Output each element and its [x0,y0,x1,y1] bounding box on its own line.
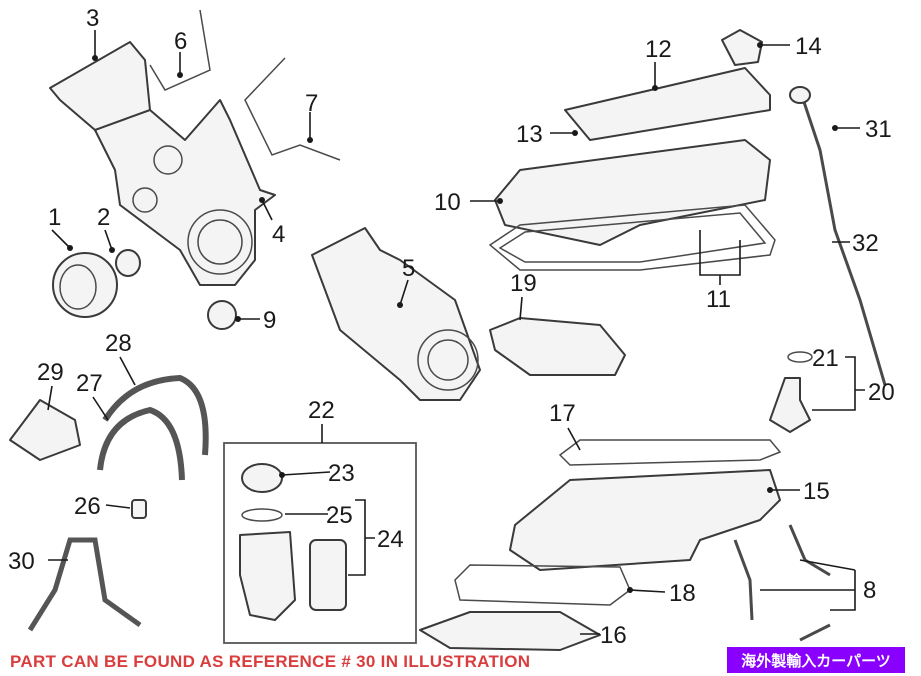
callout-14: 14 [795,33,822,60]
part-1-pulley [52,252,118,318]
callout-7: 7 [305,90,318,117]
part-4-seal-bore-inner [197,219,243,265]
part-5-seal-bore [417,329,479,391]
leader-lines [47,30,865,635]
callout-25: 25 [326,502,353,529]
callout-5: 5 [402,255,415,282]
part-19-baffle [489,317,626,376]
leader-dots [67,42,838,593]
callout-28: 28 [105,330,132,357]
part-14-cap [721,29,763,66]
part-30-pipe [27,537,142,632]
callout-8: 8 [863,577,876,604]
callout-3: 3 [86,5,99,32]
callout-22: 22 [308,397,335,424]
part-4-timing-cover [94,99,276,286]
watermark-badge: 海外製輸入カーパーツ [727,647,905,673]
callout-16: 16 [600,622,627,649]
callout-23: 23 [328,460,355,487]
callout-6: 6 [174,28,187,55]
callout-29: 29 [37,359,64,386]
part-4-hole [132,187,158,213]
part-20-sensor [769,377,811,433]
callout-24: 24 [377,526,404,553]
part-18-gasket [454,564,631,606]
callout-31: 31 [865,116,892,143]
part-17-gasket [558,439,782,466]
callout-1: 1 [48,204,61,231]
part-22-kit-frame [223,442,417,644]
callout-10: 10 [434,189,461,216]
callout-11: 11 [706,286,731,313]
part-26-bolt [131,499,147,519]
part-4-hole [153,145,183,175]
callout-19: 19 [510,270,537,297]
part-11-gasket-inner [498,212,767,263]
callout-30: 30 [8,548,35,575]
part-6-gasket [149,9,211,91]
part-16-oil-pan-lower [419,611,601,651]
part-5-timing-cover [311,227,481,401]
part-31-dipstick [798,89,887,386]
part-29-bracket [9,399,81,461]
callout-12: 12 [645,36,672,63]
callout-2: 2 [97,204,110,231]
part-28-hose [102,374,209,456]
part-31-dipstick-handle [789,86,811,104]
part-8-brackets [733,524,831,642]
part-2-bolt [115,249,141,277]
callout-4: 4 [272,221,285,248]
part-11-gasket [488,204,776,271]
part-21-oring [787,351,813,363]
part-10-valve-cover [494,139,771,246]
reference-note: PART CAN BE FOUND AS REFERENCE # 30 IN I… [10,652,531,671]
part-23-filter-cap [241,463,283,493]
callout-21: 21 [812,345,839,372]
callout-18: 18 [669,580,696,607]
callout-26: 26 [74,493,101,520]
callout-20: 20 [868,379,895,406]
callout-32: 32 [852,230,879,257]
callout-13: 13 [516,121,543,148]
part-7-gasket [244,57,341,161]
part-1-pulley-inner [59,264,97,310]
part-9-seal [207,300,237,330]
part-4-seal-bore [187,209,253,275]
callout-15: 15 [803,478,830,505]
part-27-hose [97,406,185,481]
part-12-cover [564,67,771,141]
callout-labels: 1 2 3 4 5 6 7 8 9 10 11 12 13 14 15 16 1… [8,5,895,649]
part-15-oil-pan [509,469,781,571]
callout-17: 17 [549,400,576,427]
part-24-filter-element [309,539,347,611]
callout-27: 27 [76,370,103,397]
part-24-filter-housing [239,531,296,621]
part-5-seal-bore-inner [427,339,469,381]
part-25-oring [241,508,283,522]
callout-9: 9 [263,307,276,334]
